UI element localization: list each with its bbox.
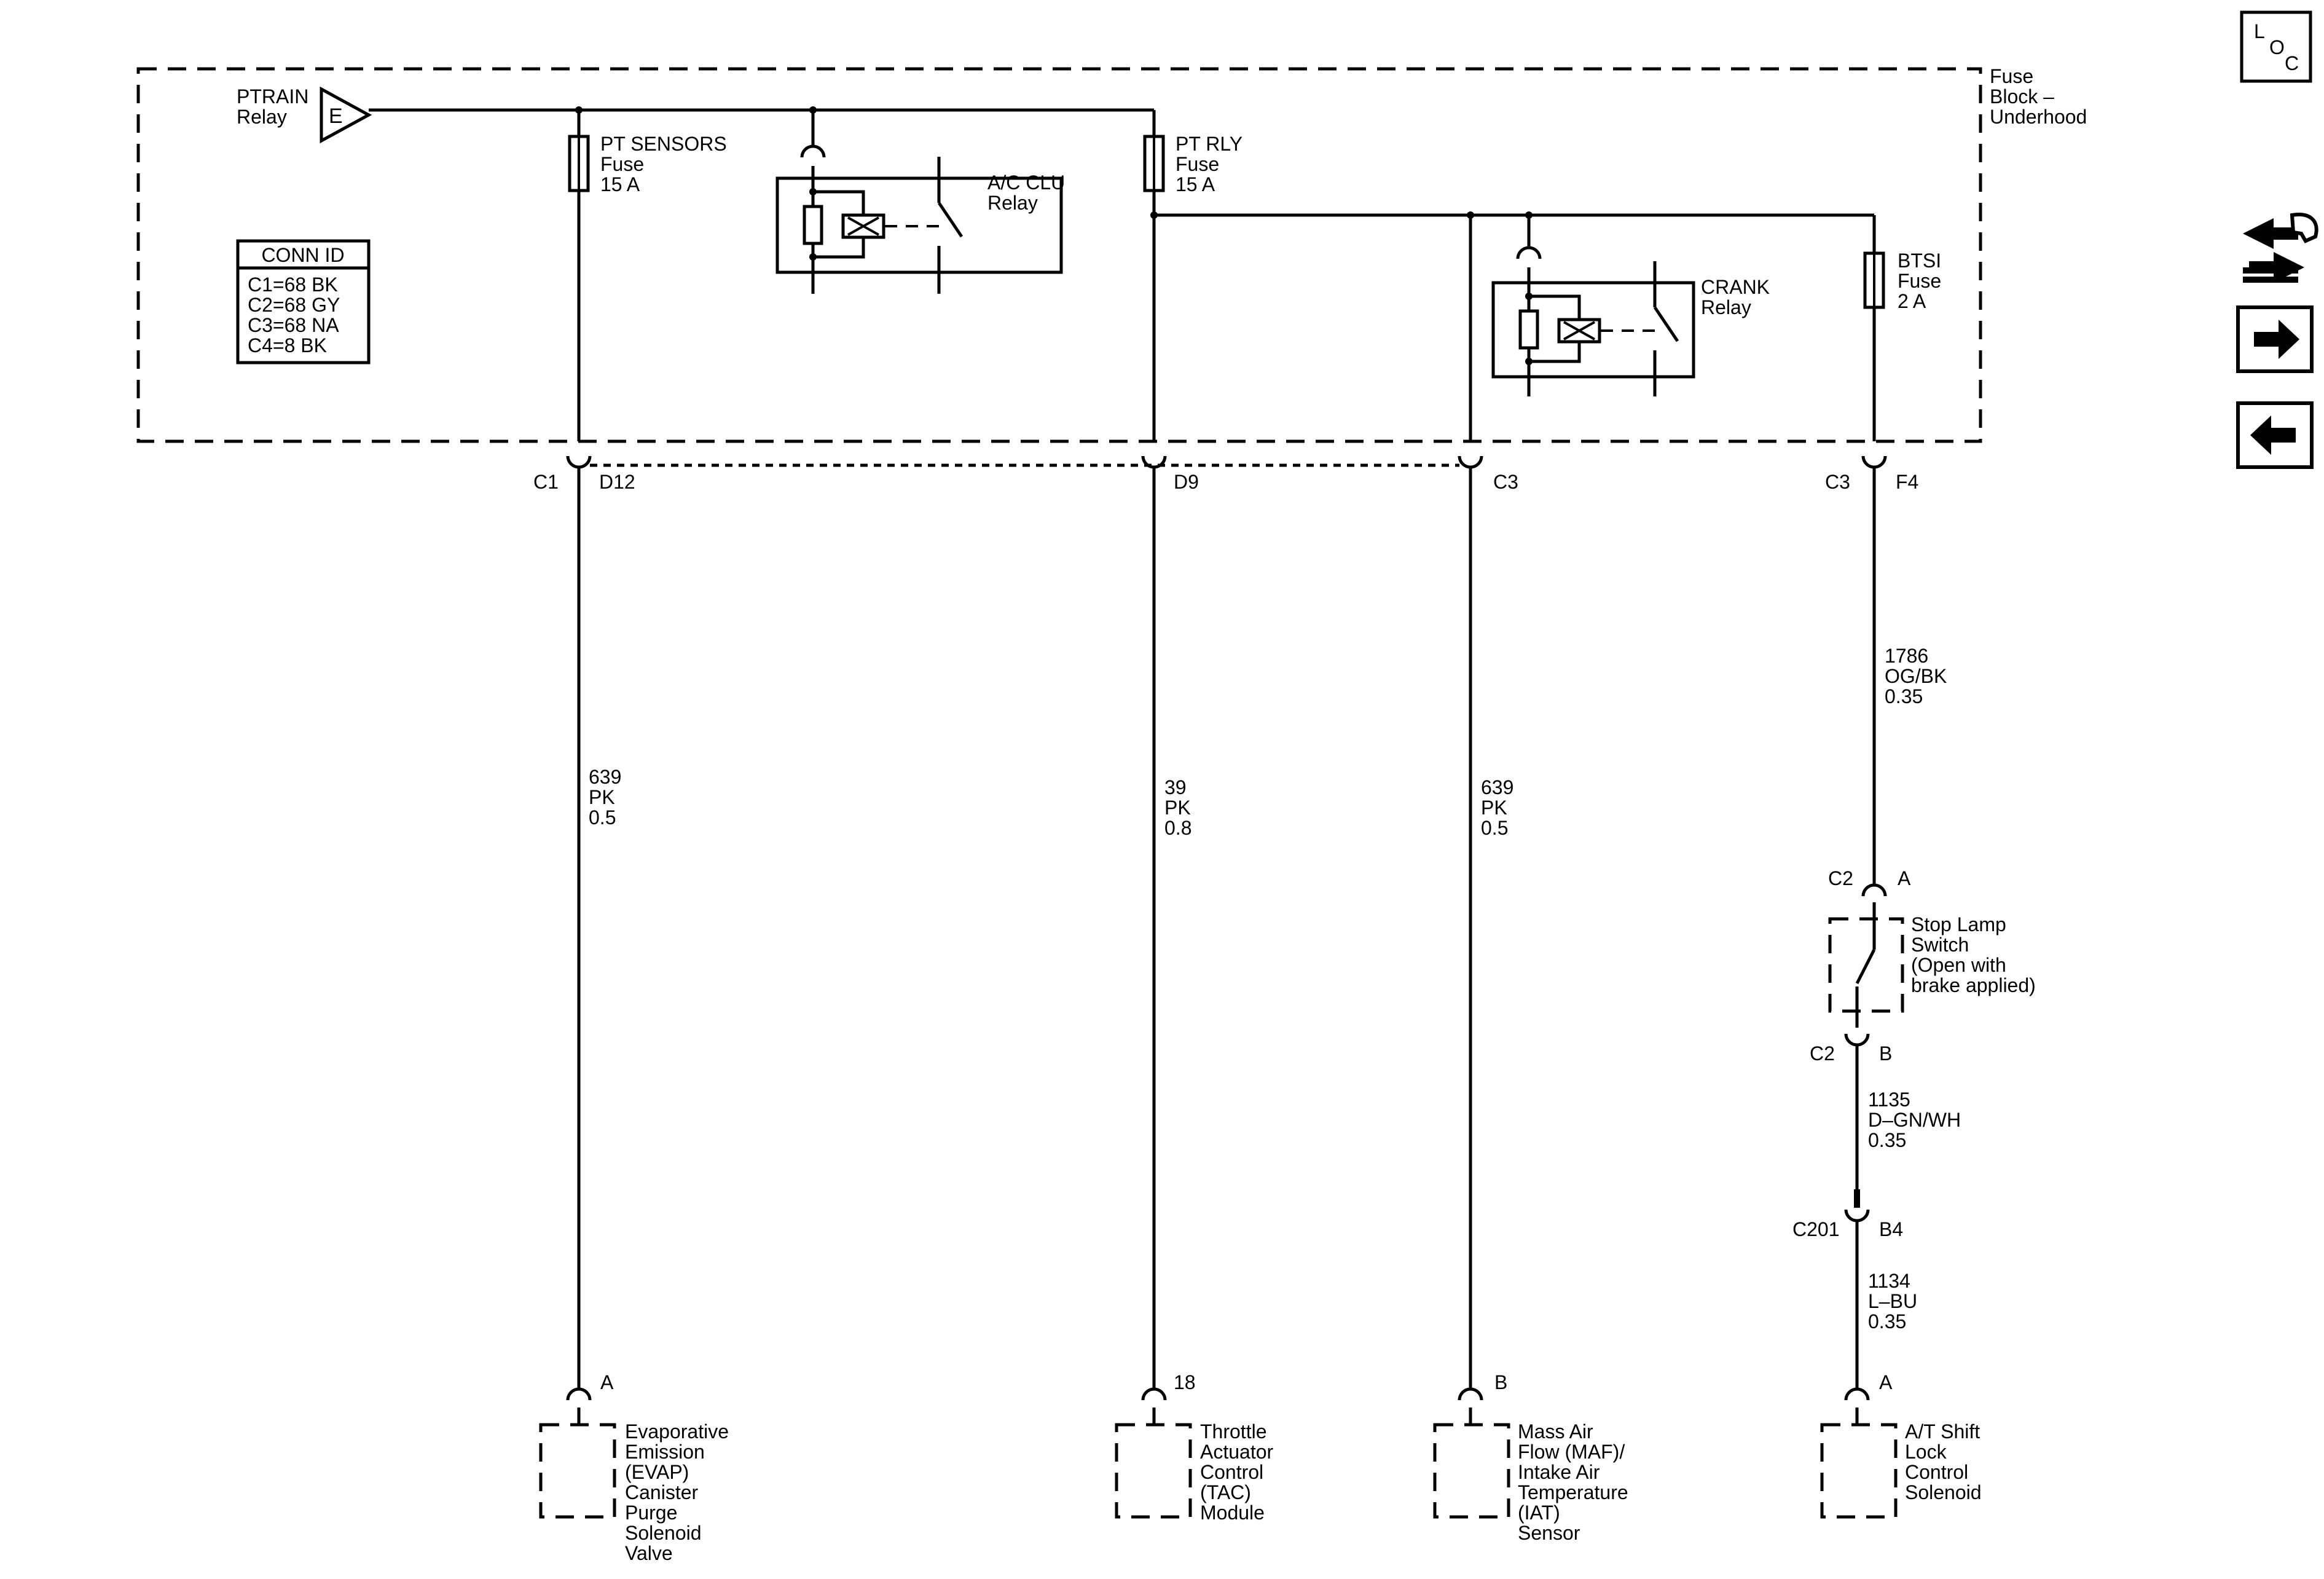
fuse-block-label: Fuse Block – Underhood	[1990, 65, 2087, 128]
ac-clu-coil-x	[847, 216, 879, 236]
shift-lock-pin-label: A	[1879, 1371, 1893, 1393]
conn-id-table	[236, 239, 371, 364]
connector-label-c3-f: C3	[1825, 471, 1850, 493]
connector-maf-pin-b	[1458, 1387, 1483, 1401]
ptrain-relay-connector-triangle	[320, 86, 372, 144]
stop-lamp-switch-box	[1828, 917, 1904, 1013]
crank-coil-x	[1563, 321, 1595, 341]
btsi-fuse-label: BTSI Fuse 2 A	[1898, 250, 1947, 312]
arrow-left-icon	[2250, 415, 2296, 455]
conn-id-rows: C1=68 BK C2=68 GY C3=68 NA C4=8 BK	[248, 274, 345, 356]
fuse-block-outline	[136, 67, 1982, 443]
ac-clu-relay-box	[775, 176, 1063, 274]
loc-letter-c: C	[2285, 52, 2299, 74]
wire-label-1786: 1786 OG/BK 0.35	[1885, 645, 1952, 707]
evap-pin-label: A	[600, 1371, 614, 1393]
conn-id-title: CONN ID	[261, 244, 344, 266]
maf-pin-label: B	[1494, 1371, 1507, 1393]
loc-button[interactable]: L O C	[2240, 10, 2312, 83]
ptrain-relay-connector-letter: E	[329, 104, 343, 128]
connector-shift-lock-pin-a	[1844, 1387, 1870, 1401]
stop-lamp-switch-blade	[1855, 948, 1876, 985]
maf-sensor-box	[1433, 1423, 1510, 1519]
tac-module-box	[1115, 1423, 1192, 1519]
connector-c2-b	[1844, 1033, 1870, 1047]
connector-c3	[1458, 455, 1483, 469]
crank-switch-blade	[1653, 306, 1679, 342]
wire-label-39-pk-0.8: 39 PK 0.8	[1164, 776, 1196, 839]
wire-label-639-pk-0.5-a: 639 PK 0.5	[589, 766, 627, 829]
connector-label-a-switch: A	[1898, 867, 1911, 889]
crank-relay-box	[1491, 281, 1695, 379]
connector-label-f4: F4	[1896, 471, 1918, 493]
crank-relay-pin	[1516, 246, 1542, 259]
connector-label-d9: D9	[1174, 471, 1199, 493]
connector-c3-f4	[1861, 455, 1887, 469]
forward-button[interactable]	[2236, 305, 2314, 373]
ac-clu-relay-label: A/C CLU Relay	[987, 171, 1070, 214]
stop-lamp-switch-label: Stop Lamp Switch (Open with brake applie…	[1911, 913, 2036, 996]
connector-evap-pin-a	[566, 1387, 592, 1401]
shift-lock-label: A/T Shift Lock Control Solenoid	[1905, 1420, 1985, 1503]
connector-label-c2-a: C2	[1828, 867, 1853, 889]
crank-relay-label: CRANK Relay	[1701, 276, 1775, 318]
tools-button[interactable]	[2243, 213, 2318, 283]
connector-label-c2-b: C2	[1810, 1042, 1835, 1065]
ac-clu-switch-blade	[937, 202, 964, 238]
tac-label: Throttle Actuator Control (TAC) Module	[1200, 1420, 1279, 1524]
connector-c1-d12	[566, 455, 592, 469]
pt-rly-fuse-label: PT RLY Fuse 15 A	[1176, 133, 1247, 195]
evap-label: Evaporative Emission (EVAP) Canister Pur…	[625, 1420, 734, 1564]
ptrain-relay-label: PTRAIN Relay	[237, 85, 314, 128]
connector-c2-a	[1861, 883, 1887, 897]
wrench-arrows-icon	[2243, 213, 2318, 283]
ac-clu-diode-resistor	[803, 205, 823, 245]
wire-label-1134: 1134 L–BU 0.35	[1868, 1270, 1923, 1333]
shift-lock-solenoid-box	[1820, 1423, 1898, 1519]
arrow-right-icon	[2254, 320, 2299, 359]
back-button[interactable]	[2236, 401, 2314, 469]
connector-label-c3: C3	[1493, 471, 1518, 493]
connector-tac-pin-18	[1141, 1387, 1167, 1401]
tac-pin-label: 18	[1174, 1371, 1196, 1393]
junction-dot	[1150, 211, 1158, 219]
connector-c201	[1844, 1209, 1870, 1223]
maf-label: Mass Air Flow (MAF)/ Intake Air Temperat…	[1518, 1420, 1634, 1544]
connector-label-c201: C201	[1792, 1218, 1840, 1240]
wire-label-639-pk-0.5-b: 639 PK 0.5	[1481, 776, 1519, 839]
wire-label-1135: 1135 D–GN/WH 0.35	[1868, 1089, 1966, 1151]
connector-label-b4: B4	[1879, 1218, 1903, 1240]
connector-label-c1: C1	[533, 471, 559, 493]
loc-letter-l: L	[2254, 20, 2265, 42]
connector-label-d12: D12	[599, 471, 635, 493]
pt-sensors-fuse-label: PT SENSORS Fuse 15 A	[600, 133, 732, 195]
ac-clu-relay-pin	[800, 144, 826, 158]
evap-solenoid-box	[539, 1423, 616, 1519]
connector-label-b-switch: B	[1879, 1042, 1892, 1065]
crank-diode-resistor	[1518, 309, 1539, 350]
loc-letter-o: O	[2269, 36, 2285, 58]
loc-icon	[2240, 10, 2312, 83]
